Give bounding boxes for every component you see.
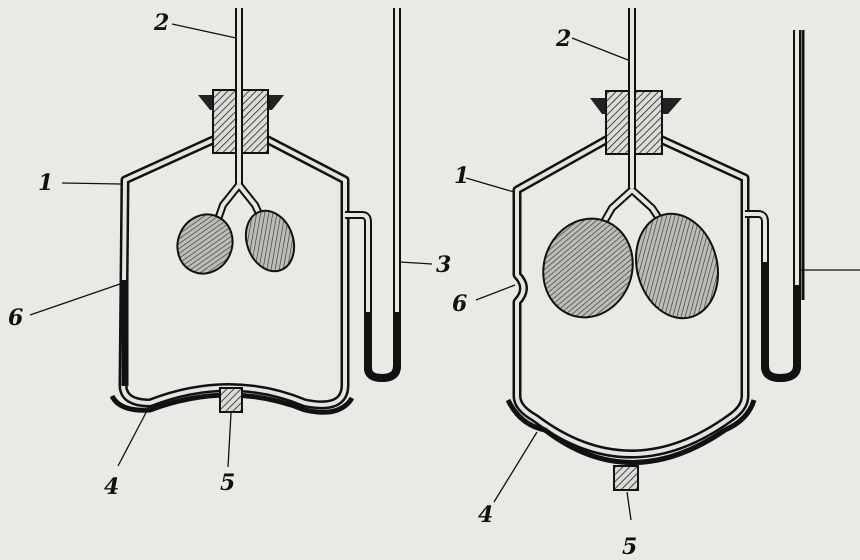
right-lungs: [530, 204, 730, 330]
left-label-outlet: 5: [220, 470, 235, 496]
right-label-tube: 2: [555, 26, 571, 52]
left-lungs: [168, 204, 302, 283]
left-label-vessel: 1: [38, 170, 53, 196]
right-manometer: [745, 30, 803, 378]
left-label-base: 4: [104, 474, 119, 500]
right-label-outlet: 5: [622, 534, 637, 560]
right-outlet: [614, 466, 638, 490]
right-label-vessel: 1: [454, 163, 469, 189]
left-apparatus: 2 1 6 3 4 5: [8, 8, 451, 500]
right-apparatus: 2 1 6 4 5: [452, 8, 860, 560]
left-vessel: [112, 140, 352, 412]
left-outlet: [220, 388, 242, 412]
left-manometer: [345, 8, 397, 378]
right-label-base: 4: [478, 502, 493, 528]
left-label-manometer: 3: [436, 252, 451, 278]
left-label-membrane: 6: [8, 305, 23, 331]
right-label-membrane: 6: [452, 291, 467, 317]
left-label-tube: 2: [153, 10, 169, 36]
